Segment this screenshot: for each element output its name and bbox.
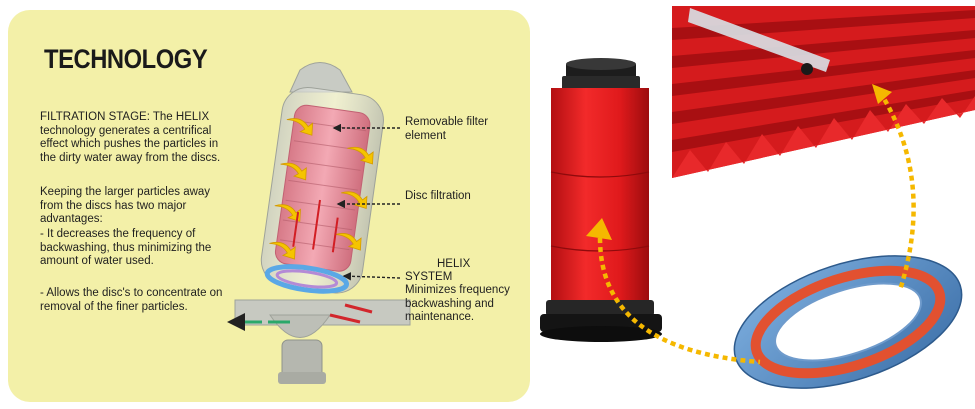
advantage-one-text: - It decreases the frequency of backwash… bbox=[40, 228, 212, 268]
advantages-intro-text: Keeping the larger particles away from t… bbox=[40, 186, 211, 226]
helix-label-description: Minimizes frequency backwashing and main… bbox=[405, 284, 510, 324]
filter-housing-cutaway bbox=[227, 62, 411, 384]
label-leaders bbox=[332, 123, 401, 281]
helix-label-title: HELIX bbox=[437, 258, 471, 270]
advantage-two-text: - Allows the disc's to concentrate on re… bbox=[40, 287, 223, 313]
helix-ring bbox=[733, 255, 963, 389]
removable-filter-label: Removable filter element bbox=[405, 116, 489, 142]
helix-label-system: SYSTEM bbox=[405, 271, 453, 283]
filtration-stage-text: FILTRATION STAGE: The HELIX technology g… bbox=[40, 111, 221, 164]
flow-arrowheads bbox=[586, 84, 892, 240]
disc-ridges-closeup bbox=[672, 6, 975, 178]
flow-arrows bbox=[597, 90, 916, 365]
page-title: TECHNOLOGY bbox=[44, 44, 208, 74]
red-filter-element bbox=[540, 58, 662, 342]
disc-filtration-label: Disc filtration bbox=[405, 190, 471, 202]
